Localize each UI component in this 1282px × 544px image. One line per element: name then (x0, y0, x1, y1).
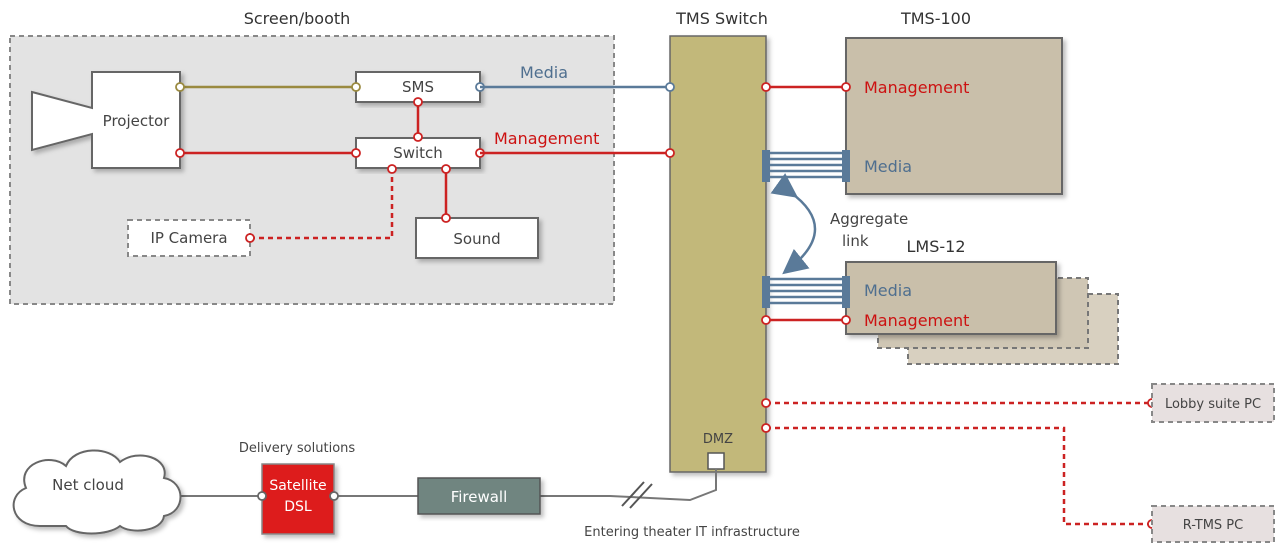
tms100-media-label: Media (864, 157, 912, 176)
port (387, 164, 397, 174)
port (441, 213, 451, 223)
booth-management-label: Management (494, 129, 599, 148)
rtms-pc-link (766, 426, 1152, 526)
screen-booth-title: Screen/booth (244, 9, 351, 28)
port (761, 398, 771, 408)
port (245, 233, 255, 243)
screen-booth-group: Screen/booth Projector SMS Switch IP Cam… (9, 9, 615, 305)
delivery-line1: Satellite (269, 478, 326, 494)
aggregate-label-line2: link (842, 232, 869, 250)
dmz-label: DMZ (703, 432, 733, 447)
lobby-pc-box (1151, 383, 1275, 423)
port (257, 491, 267, 501)
port (175, 82, 185, 92)
port (441, 164, 451, 174)
rtms-pc-box (1151, 505, 1275, 543)
port (351, 148, 361, 158)
firewall-box (417, 477, 541, 515)
tms100-box (845, 37, 1063, 195)
port (841, 82, 851, 92)
lms12-media-bundle (762, 276, 850, 308)
port (351, 82, 361, 92)
ip-camera-box (127, 219, 251, 257)
booth-media-label: Media (520, 63, 568, 82)
delivery-box (261, 463, 335, 535)
tms100-management-label: Management (864, 78, 969, 97)
port (413, 132, 423, 142)
net-cloud-label: Net cloud (52, 476, 124, 494)
switch-ipcamera-link (250, 168, 394, 240)
port (329, 491, 339, 501)
port (175, 148, 185, 158)
aggregate-arrow (770, 173, 817, 275)
lobby-pc-label: Lobby suite PC (1165, 397, 1261, 412)
delivery-line2: DSL (284, 499, 312, 515)
tms100-media-bundle (762, 150, 850, 182)
sound-label: Sound (453, 230, 500, 248)
sms-label: SMS (402, 78, 434, 96)
net-cloud (12, 449, 182, 535)
firewall-dmz-link (540, 469, 717, 502)
lms12-management-label: Management (864, 311, 969, 330)
dmz-port (707, 452, 725, 470)
break-mark (621, 481, 645, 507)
ip-camera-label: IP Camera (150, 229, 227, 247)
port (665, 148, 675, 158)
break-mark (629, 483, 653, 509)
delivery-title: Delivery solutions (239, 441, 356, 456)
port (413, 97, 423, 107)
aggregate-label-line1: Aggregate (830, 210, 908, 228)
port (761, 82, 771, 92)
lms12-title: LMS-12 (906, 237, 965, 256)
tms-switch-title: TMS Switch (675, 9, 768, 28)
port (761, 315, 771, 325)
lms12-media-label: Media (864, 281, 912, 300)
projector-label: Projector (103, 112, 170, 130)
firewall-label: Firewall (451, 488, 508, 506)
entering-label: Entering theater IT infrastructure (584, 525, 800, 540)
sound-box (415, 217, 539, 259)
rtms-pc-label: R-TMS PC (1183, 518, 1243, 533)
port (665, 82, 675, 92)
tms-switch-box (669, 35, 767, 473)
port (761, 423, 771, 433)
port (841, 315, 851, 325)
tms100-title: TMS-100 (900, 9, 971, 28)
switch-label: Switch (393, 144, 443, 162)
projector (31, 71, 181, 169)
